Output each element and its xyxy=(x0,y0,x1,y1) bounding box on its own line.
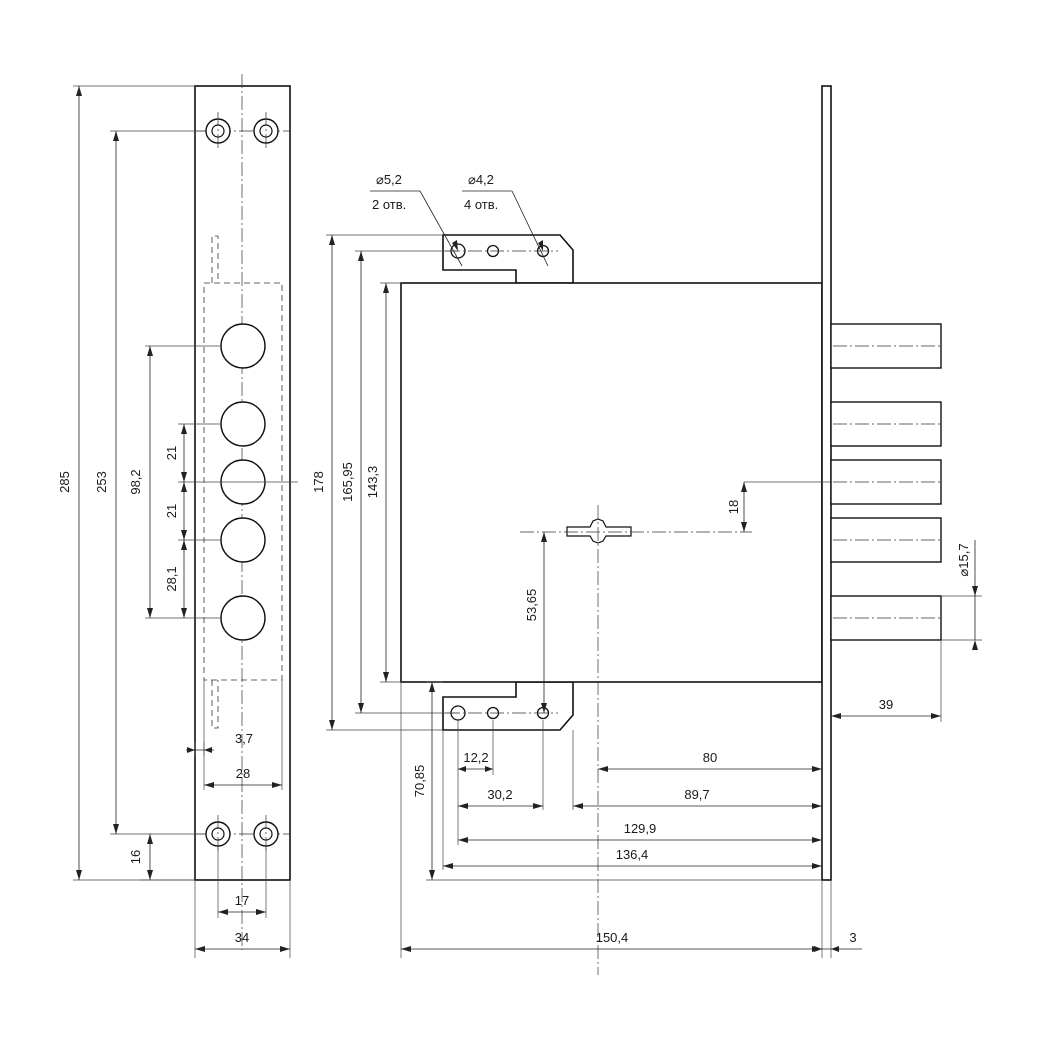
dim-label-18: 18 xyxy=(726,500,741,514)
dim-label-253: 253 xyxy=(94,471,109,493)
faceplate-view: 285 253 98,2 21 21 28,1 16 34 17 28 3,7 xyxy=(57,74,298,958)
faceplate-hidden-outline xyxy=(203,235,283,729)
dim-label-17: 17 xyxy=(235,893,249,908)
top-mounting-bracket xyxy=(442,234,574,284)
dim-label-285: 285 xyxy=(57,471,72,493)
hole-callouts: ⌀5,2 2 отв. ⌀4,2 4 отв. xyxy=(370,172,549,267)
dim-label-39: 39 xyxy=(879,697,893,712)
dim-label-28: 28 xyxy=(236,766,250,781)
dim-label-16: 16 xyxy=(128,850,143,864)
bolt-hole xyxy=(220,517,266,563)
faceplate-screw-holes xyxy=(205,112,279,853)
dim-label-136-4: 136,4 xyxy=(616,847,649,862)
dim-label-53-65: 53,65 xyxy=(524,589,539,622)
dim-label-12-2: 12,2 xyxy=(463,750,488,765)
dim-label-21-a: 21 xyxy=(164,446,179,460)
lock-body-view: 18 53,65 178 165,95 143,3 70,85 xyxy=(311,85,982,975)
lock-case xyxy=(400,282,823,683)
dim-label-21-b: 21 xyxy=(164,504,179,518)
dim-label-34: 34 xyxy=(235,930,249,945)
dim-label-30-2: 30,2 xyxy=(487,787,512,802)
dim-label-diameter-15-7: ⌀15,7 xyxy=(956,543,971,576)
dim-label-3-7: 3,7 xyxy=(235,731,253,746)
bolt-hole xyxy=(220,401,266,447)
callout-small-hole-diameter: ⌀4,2 xyxy=(468,172,494,187)
dim-label-178: 178 xyxy=(311,471,326,493)
bolt-hole xyxy=(220,323,266,369)
bolts xyxy=(830,323,942,641)
callout-large-hole-count: 2 отв. xyxy=(372,197,406,212)
bolt-hole xyxy=(220,595,266,641)
bottom-mounting-bracket xyxy=(442,681,574,731)
keyhole xyxy=(566,518,632,544)
dim-label-80: 80 xyxy=(703,750,717,765)
dim-label-70-85: 70,85 xyxy=(412,765,427,798)
dim-label-129-9: 129,9 xyxy=(624,821,657,836)
callout-large-hole-diameter: ⌀5,2 xyxy=(376,172,402,187)
dim-label-3: 3 xyxy=(849,930,856,945)
front-plate xyxy=(821,85,832,881)
dim-label-143-3: 143,3 xyxy=(365,466,380,499)
dim-label-98-2: 98,2 xyxy=(128,469,143,494)
dim-label-150-4: 150,4 xyxy=(596,930,629,945)
dim-label-89-7: 89,7 xyxy=(684,787,709,802)
dim-label-165-95: 165,95 xyxy=(340,462,355,502)
dim-label-28-1: 28,1 xyxy=(164,566,179,591)
callout-small-hole-count: 4 отв. xyxy=(464,197,498,212)
